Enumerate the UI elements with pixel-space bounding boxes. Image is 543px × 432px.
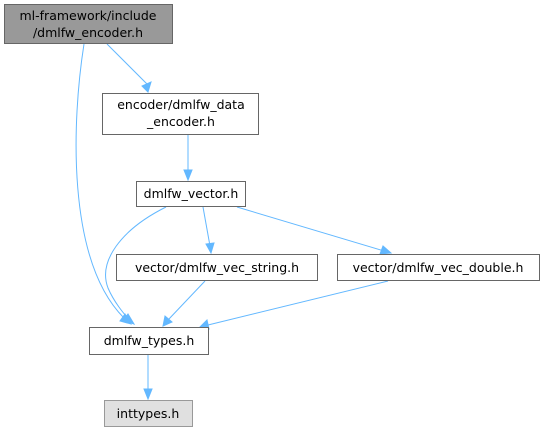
node-vec-string-label: vector/dmlfw_vec_string.h: [135, 260, 299, 275]
edge-types-to-inttypes: [143, 355, 153, 401]
edge-data-encoder-to-vector: [183, 135, 193, 182]
edge-root-to-types: [75, 43, 133, 325]
node-vector-label: dmlfw_vector.h: [144, 186, 239, 201]
edge-vec-string-to-types: [162, 280, 206, 327]
node-inttypes-label: inttypes.h: [117, 406, 180, 421]
node-root-label-line2: /dmlfw_encoder.h: [33, 25, 143, 40]
edge-vector-to-vec-double: [236, 206, 393, 255]
edges: [75, 43, 393, 401]
node-vec-double-label: vector/dmlfw_vec_double.h: [353, 260, 524, 275]
node-types-label: dmlfw_types.h: [104, 333, 195, 348]
node-data-encoder[interactable]: encoder/dmlfw_data _encoder.h: [102, 93, 259, 135]
node-data-encoder-label-line1: encoder/dmlfw_data: [117, 97, 245, 112]
edge-vector-to-vec-string: [202, 206, 215, 255]
node-vec-string[interactable]: vector/dmlfw_vec_string.h: [116, 254, 318, 281]
node-root[interactable]: ml-framework/include /dmlfw_encoder.h: [4, 4, 173, 44]
node-root-label-line1: ml-framework/include: [20, 8, 157, 23]
edge-vec-double-to-types: [199, 280, 389, 330]
node-vec-double[interactable]: vector/dmlfw_vec_double.h: [337, 254, 540, 281]
node-data-encoder-label-line2: _encoder.h: [146, 114, 215, 129]
node-vector[interactable]: dmlfw_vector.h: [136, 181, 246, 207]
node-inttypes: inttypes.h: [104, 400, 193, 427]
edge-root-to-data-encoder: [106, 43, 152, 93]
edge-vector-to-types: [105, 206, 167, 325]
node-types[interactable]: dmlfw_types.h: [89, 327, 209, 355]
